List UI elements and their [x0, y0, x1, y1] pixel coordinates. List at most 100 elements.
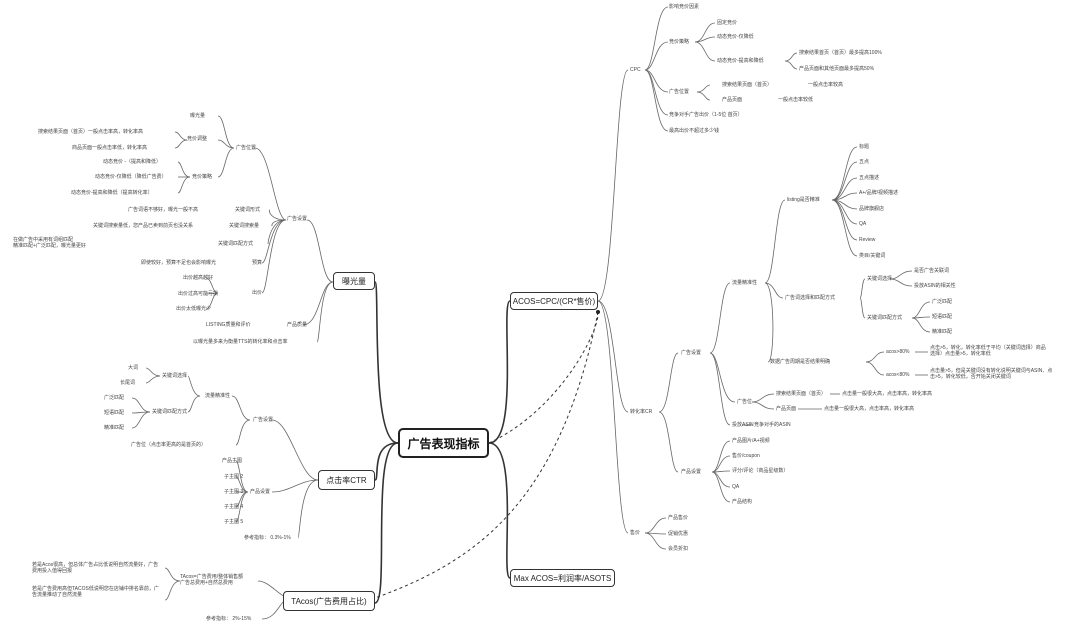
- node-up-50: 产品页面和其他页面最多提高50%: [799, 66, 875, 72]
- node-bid-strategy[interactable]: 竞价策略: [192, 174, 213, 180]
- branch-tacos[interactable]: TAcos(广告费用占比): [283, 591, 375, 611]
- node-listing[interactable]: listing是否精准: [787, 197, 820, 203]
- node-listing-8: 类目/关键词: [859, 253, 886, 259]
- node-acos-high[interactable]: acos>80%: [886, 349, 910, 355]
- tacos-ref-value: 2%-15%: [232, 616, 252, 622]
- node-bid[interactable]: 出价: [252, 290, 263, 296]
- node-sub-image-2: 子主图 2: [224, 474, 244, 480]
- node-kw-select[interactable]: 关键词选择: [162, 373, 188, 379]
- node-cr-kw-select-2: 投放ASIN的相关性: [914, 283, 956, 289]
- node-cpc-product-page: 产品页面: [722, 97, 743, 103]
- node-cr-kw-select[interactable]: 关键词选择: [867, 276, 893, 282]
- node-cr-search-page: 搜索结果页面（首页）: [776, 391, 827, 397]
- node-ctr-ad-setting[interactable]: 广告设置: [253, 417, 274, 423]
- node-ps-1: 产品图片/A+视频: [732, 438, 770, 444]
- keyword-match-line-1: 在做广告中采用有词组匹配: [13, 237, 74, 243]
- node-cr-kw-match[interactable]: 关键词匹配方式: [867, 315, 903, 321]
- node-cr-ad-setting[interactable]: 广告设置: [681, 350, 702, 356]
- node-cr-kw-select-1: 是否广告关联词: [914, 268, 950, 274]
- node-keyword-volume-desc: 关键词搜索量低，您产品已卖到前页也没关系: [93, 223, 194, 229]
- node-up-100: 搜索结果首页（首页）最多提高100%: [799, 50, 882, 56]
- node-dynamic-bid-2: 动态竞价-仅降低（降低广告费）: [95, 174, 167, 180]
- node-cr-adpos[interactable]: 广告位: [737, 399, 753, 405]
- node-cr-product-page: 产品页面: [776, 406, 797, 412]
- node-cr-product-page-d: 点击量一般很大高，点击率高，转化率高: [824, 406, 915, 412]
- node-sub-image-5: 子主图 5: [224, 519, 244, 525]
- node-ad-pos-sub: 竞价调整: [187, 136, 208, 142]
- node-ad-position[interactable]: 广告位置: [236, 145, 257, 151]
- node-keyword-match[interactable]: 关键词匹配方式: [218, 241, 254, 247]
- node-keyword-volume[interactable]: 关键词搜索量: [229, 223, 260, 229]
- node-cpc-strategy[interactable]: 竞价策略: [669, 39, 690, 45]
- node-keyword-match-desc: 在做广告中采用有词组匹配 精准匹配+广泛匹配，曝光量更好: [13, 237, 163, 249]
- ctr-ref-value: 0.3%-1%: [270, 535, 291, 541]
- node-tacos-note-2: 若是广告费用高但TACOS低说明您在店铺中排名靠前，广告流量推动了自然流量: [32, 586, 159, 598]
- node-ps-5: 产品结构: [732, 499, 753, 505]
- node-cpc-search-page: 搜索结果页面（首页）: [722, 82, 773, 88]
- node-cr-asin-d: 竞争对手的ASIN: [754, 422, 791, 428]
- node-dynamic-down: 动态竞价-仅降低: [717, 34, 754, 40]
- node-ctr-adpos: 广告位（点击率更高的是首页的）: [131, 442, 207, 448]
- tacos-formula-line-1: TAcos=广告费用/整体销售额: [180, 574, 244, 580]
- node-big-word: 大词: [128, 365, 139, 371]
- node-product-page-note: 商品页面一般点击率低，转化率高: [72, 145, 148, 151]
- node-listing-4: A+/品牌/视频描述: [859, 190, 899, 196]
- node-kw-choice-match[interactable]: 广告词选择和匹配方式: [785, 295, 836, 301]
- node-dynamic-up-down[interactable]: 动态竞价-提高和降低: [717, 58, 764, 64]
- keyword-match-line-2: 精准匹配+广泛匹配，曝光量更好: [13, 243, 86, 249]
- node-cr-exact: 精准匹配: [932, 329, 953, 335]
- node-listing-5: 品牌旗舰店: [859, 206, 885, 212]
- node-search-result-note: 搜索结果页面（首页）一般点击率高，转化率高: [38, 129, 144, 135]
- node-ps-4: QA: [732, 484, 740, 490]
- node-impression-note: 以曝光量多来为衡量TTS的转化率和点击率: [193, 339, 288, 345]
- node-acos-high-desc: 点击>5，转化，转化率低于平均（关键词选择）商品选择）点击量>5，转化率低: [930, 345, 1046, 357]
- node-price-2: 促销优惠: [668, 531, 689, 537]
- node-bid-1: 出价越高越好: [183, 275, 214, 281]
- node-listing-7: Review: [859, 237, 876, 243]
- node-cr-phrase: 短语匹配: [932, 314, 953, 320]
- node-price-3: 会员折扣: [668, 546, 689, 552]
- tacos-formula-line-2: 广告总费用+自然总费用: [180, 580, 233, 586]
- node-cpc-search-page-d: 一般点击率较高: [808, 82, 844, 88]
- node-ps-3: 评分/评论（商品星级数）: [732, 468, 789, 474]
- node-cr-product-setting[interactable]: 产品设置: [681, 469, 702, 475]
- node-main-image: 产品主图: [222, 458, 243, 464]
- node-cr-asin[interactable]: 投放ASIN: [732, 422, 754, 428]
- node-cr-precise[interactable]: 流量精准性: [732, 280, 758, 286]
- node-cr-broad: 广泛匹配: [932, 299, 953, 305]
- branch-ctr[interactable]: 点击率CTR: [318, 470, 375, 490]
- node-phrase-match: 短语匹配: [104, 410, 125, 416]
- ctr-ref-label: 参考指标：: [244, 535, 270, 541]
- node-budget[interactable]: 预算: [252, 260, 263, 266]
- tacos-ref-label: 参考指标：: [206, 616, 232, 622]
- node-acos-low[interactable]: acos<80%: [886, 372, 910, 378]
- node-impressions-top: 曝光量: [190, 113, 206, 119]
- node-product-quality[interactable]: 产品质量: [287, 322, 308, 328]
- node-sub-image-3: 子主图 3: [224, 489, 244, 495]
- node-fixed-bid: 固定竞价: [717, 20, 738, 26]
- node-ctr-match[interactable]: 关键词匹配方式: [152, 409, 188, 415]
- node-cr-ad-data[interactable]: 数据广告周期是否结果明确: [770, 359, 831, 365]
- node-cpc-adpos[interactable]: 广告位置: [669, 89, 690, 95]
- node-ctr-product[interactable]: 产品设置: [250, 489, 271, 495]
- node-dynamic-bid-1: 动态竞价 -（提高和降低）: [103, 159, 162, 165]
- branch-impressions[interactable]: 曝光量: [333, 272, 375, 290]
- branch-max-acos[interactable]: Max ACOS=利润率/ASOTS: [510, 569, 615, 587]
- node-tacos-ref: 参考指标： 2%-15%: [206, 616, 251, 622]
- node-cpc-competitor: 竞争对手广告出价（1-5位 首页）: [669, 112, 743, 118]
- node-traffic-precision[interactable]: 流量精准性: [205, 393, 231, 399]
- node-long-tail: 长尾词: [120, 380, 136, 386]
- node-cpc[interactable]: CPC: [630, 67, 641, 73]
- root-node[interactable]: 广告表现指标: [398, 428, 489, 458]
- node-budget-desc: 即使较好，预算不足也会影响曝光: [141, 260, 217, 266]
- node-keyword-form-desc: 广告词语不够好，曝光一般不高: [128, 207, 199, 213]
- node-listing-2: 五点: [859, 159, 870, 165]
- node-product-quality-desc: LISTING质量和评价: [206, 322, 251, 328]
- node-keyword-form[interactable]: 关键词形式: [235, 207, 261, 213]
- node-cr[interactable]: 转化率CR: [630, 409, 653, 415]
- branch-acos[interactable]: ACOS=CPC/(CR*售价): [510, 292, 598, 310]
- node-ad-setting[interactable]: 广告设置: [287, 216, 308, 222]
- node-exact-match: 精准匹配: [104, 425, 125, 431]
- node-price[interactable]: 售价: [630, 530, 641, 536]
